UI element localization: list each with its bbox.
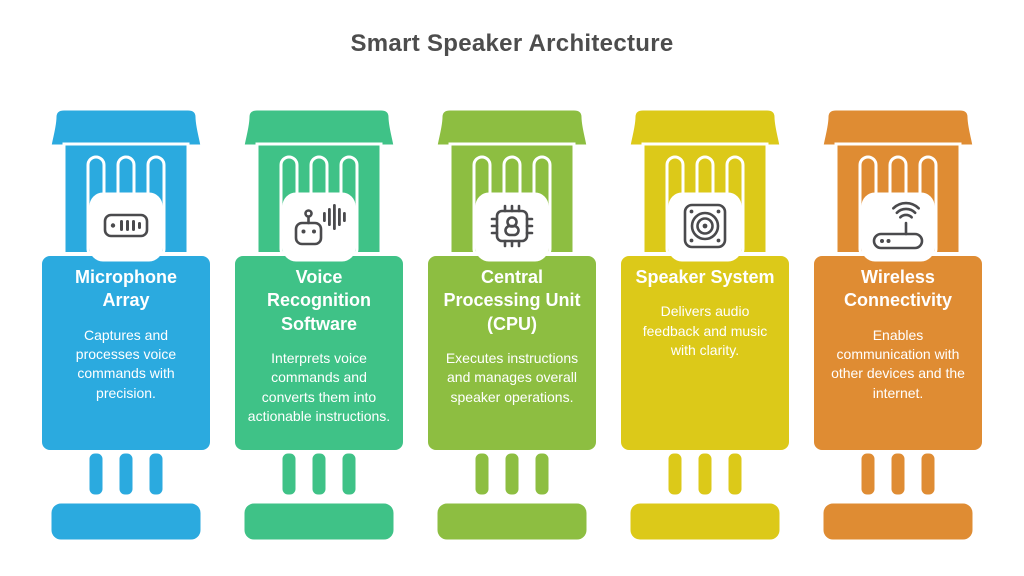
component-card: Wireless Connectivity Enables communicat… xyxy=(824,266,972,444)
voice-recognition-icon xyxy=(294,204,346,246)
pillar-row: Microphone Array Captures and processes … xyxy=(0,104,1024,544)
component-description: Enables communication with other devices… xyxy=(831,326,965,401)
pillar-graphic xyxy=(38,107,214,543)
pillar-graphic xyxy=(810,107,986,543)
component-description: Captures and processes voice commands wi… xyxy=(75,326,177,401)
pillar-cpu: Central Processing Unit (CPU) Executes i… xyxy=(422,104,602,544)
pillar-speaker-system: Speaker System Delivers audio feedback a… xyxy=(615,104,795,544)
pillar-graphic xyxy=(231,107,407,543)
component-card: Speaker System Delivers audio feedback a… xyxy=(631,266,779,444)
pillar-voice-recognition: Voice Recognition Software Interprets vo… xyxy=(229,104,409,544)
microphone-array-icon xyxy=(103,213,149,238)
component-description: Interprets voice commands and converts t… xyxy=(247,350,391,425)
component-description: Executes instructions and manages overal… xyxy=(445,350,579,405)
component-title: Wireless Connectivity xyxy=(843,267,953,311)
pillar-wireless-connectivity: Wireless Connectivity Enables communicat… xyxy=(808,104,988,544)
component-title: Speaker System xyxy=(635,267,775,287)
speaker-icon xyxy=(683,203,727,249)
cpu-chip-icon xyxy=(490,204,534,248)
component-title: Voice Recognition Software xyxy=(267,267,371,334)
component-title: Central Processing Unit (CPU) xyxy=(443,267,581,334)
pillar-microphone-array: Microphone Array Captures and processes … xyxy=(36,104,216,544)
wifi-router-icon xyxy=(872,201,924,250)
page-title: Smart Speaker Architecture xyxy=(350,30,674,57)
component-card: Central Processing Unit (CPU) Executes i… xyxy=(438,266,586,444)
component-title: Microphone Array xyxy=(75,267,177,311)
component-card: Microphone Array Captures and processes … xyxy=(52,266,200,444)
component-card: Voice Recognition Software Interprets vo… xyxy=(245,266,393,444)
component-description: Delivers audio feedback and music with c… xyxy=(642,303,768,359)
pillar-graphic xyxy=(424,107,600,543)
